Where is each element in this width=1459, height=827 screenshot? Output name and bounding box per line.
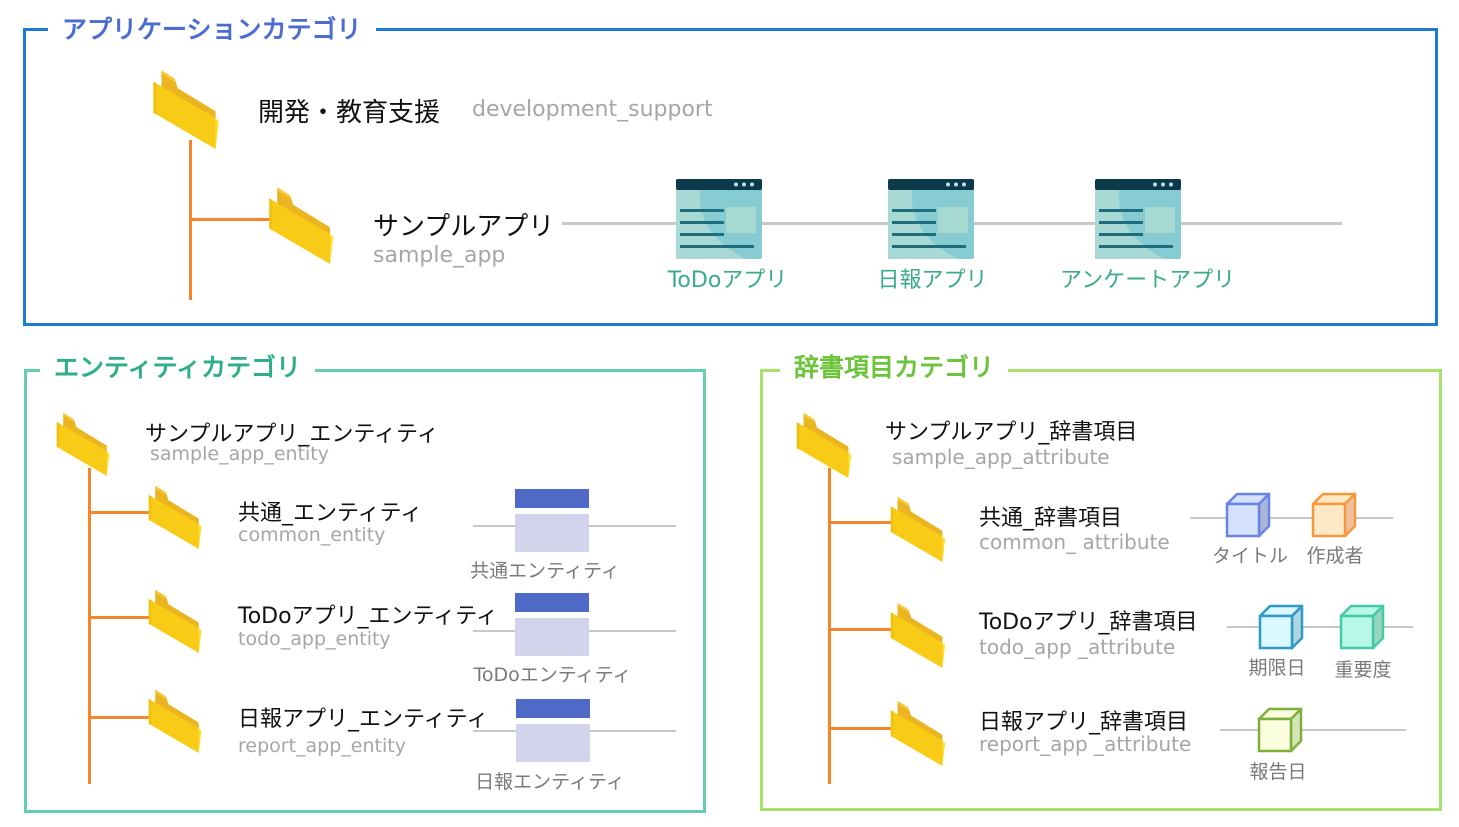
attr-root-name[interactable]: サンプルアプリ_辞書項目	[885, 420, 1138, 445]
attr-folder-code: todo_app _attribute	[979, 635, 1176, 659]
cube-icon[interactable]	[1309, 490, 1359, 540]
attr-folder-name[interactable]: 日報アプリ_辞書項目	[979, 710, 1189, 735]
entity-folder-name[interactable]: ToDoアプリ_エンティティ	[238, 604, 498, 629]
cube-icon[interactable]	[1223, 490, 1273, 540]
attr-label: 重要度	[1334, 659, 1392, 681]
attr-folder-name[interactable]: 共通_辞書項目	[979, 506, 1123, 531]
attr-connector-line	[1190, 517, 1393, 519]
entity-label: ToDoエンティティ	[473, 664, 632, 686]
entity-folder-name[interactable]: 日報アプリ_エンティティ	[238, 707, 489, 732]
folder-icon[interactable]	[146, 677, 212, 763]
app-category-panel	[23, 28, 1438, 326]
tree-branch	[828, 727, 894, 730]
table-icon[interactable]	[515, 489, 589, 572]
attr-folder-code: common_ attribute	[979, 530, 1170, 554]
cube-icon[interactable]	[1255, 705, 1305, 755]
attr-label: タイトル	[1211, 545, 1288, 567]
app-item-label: 日報アプリ	[877, 268, 988, 293]
tree-trunk	[88, 468, 91, 784]
tree-trunk	[828, 468, 831, 784]
app-item-label: アンケートアプリ	[1060, 268, 1236, 293]
entity-category-title: エンティティカテゴリ	[40, 353, 316, 383]
app-child-code: sample_app	[373, 243, 506, 268]
attr-label: 期限日	[1248, 657, 1306, 679]
folder-icon[interactable]	[794, 400, 862, 488]
folder-icon[interactable]	[888, 590, 956, 678]
table-icon[interactable]	[515, 593, 589, 656]
attr-folder-name[interactable]: ToDoアプリ_辞書項目	[979, 610, 1198, 635]
entity-label: 日報エンティティ	[475, 771, 625, 793]
tree-branch	[88, 511, 152, 514]
cube-icon[interactable]	[1337, 602, 1387, 652]
tree-branch	[88, 716, 152, 719]
app-item-label: ToDoアプリ	[667, 268, 788, 293]
app-category-title: アプリケーションカテゴリ	[48, 15, 376, 45]
folder-icon[interactable]	[888, 484, 956, 572]
tree-branch	[828, 521, 894, 524]
entity-folder-code: todo_app_entity	[238, 628, 391, 650]
attr-connector-line	[1227, 626, 1413, 628]
attr-folder-code: report_app _attribute	[979, 732, 1192, 756]
attr-category-title: 辞書項目カテゴリ	[780, 353, 1009, 383]
attr-root-code: sample_app_attribute	[892, 445, 1110, 469]
folder-icon[interactable]	[54, 400, 120, 486]
cube-icon[interactable]	[1256, 602, 1306, 652]
table-icon[interactable]	[516, 699, 590, 762]
attr-category-panel	[760, 369, 1442, 811]
folder-icon[interactable]	[146, 473, 212, 559]
tree-branch	[88, 616, 152, 619]
entity-label: 共通エンティティ	[470, 560, 620, 582]
app-root-name[interactable]: 開発・教育支援	[258, 98, 441, 128]
browser-window-icon	[676, 179, 762, 259]
entity-category-panel	[24, 369, 706, 813]
app-root-code: development_support	[472, 97, 713, 122]
app-child-name[interactable]: サンプルアプリ	[373, 212, 555, 242]
entity-root-name[interactable]: サンプルアプリ_エンティティ	[145, 422, 439, 447]
attr-label: 報告日	[1249, 761, 1307, 783]
entity-root-code: sample_app_entity	[150, 443, 329, 465]
attr-connector-line	[1220, 729, 1406, 731]
browser-window-icon	[888, 179, 974, 259]
folder-icon[interactable]	[888, 688, 956, 776]
folder-icon[interactable]	[150, 55, 232, 161]
entity-folder-code: report_app_entity	[238, 735, 406, 757]
folder-icon[interactable]	[146, 577, 212, 663]
entity-folder-code: common_entity	[238, 524, 386, 546]
tree-branch	[189, 218, 277, 221]
browser-window-icon	[1095, 179, 1181, 259]
entity-folder-name[interactable]: 共通_エンティティ	[238, 501, 423, 526]
tree-branch	[828, 628, 894, 631]
attr-label: 作成者	[1306, 545, 1364, 567]
folder-icon[interactable]	[266, 172, 346, 276]
